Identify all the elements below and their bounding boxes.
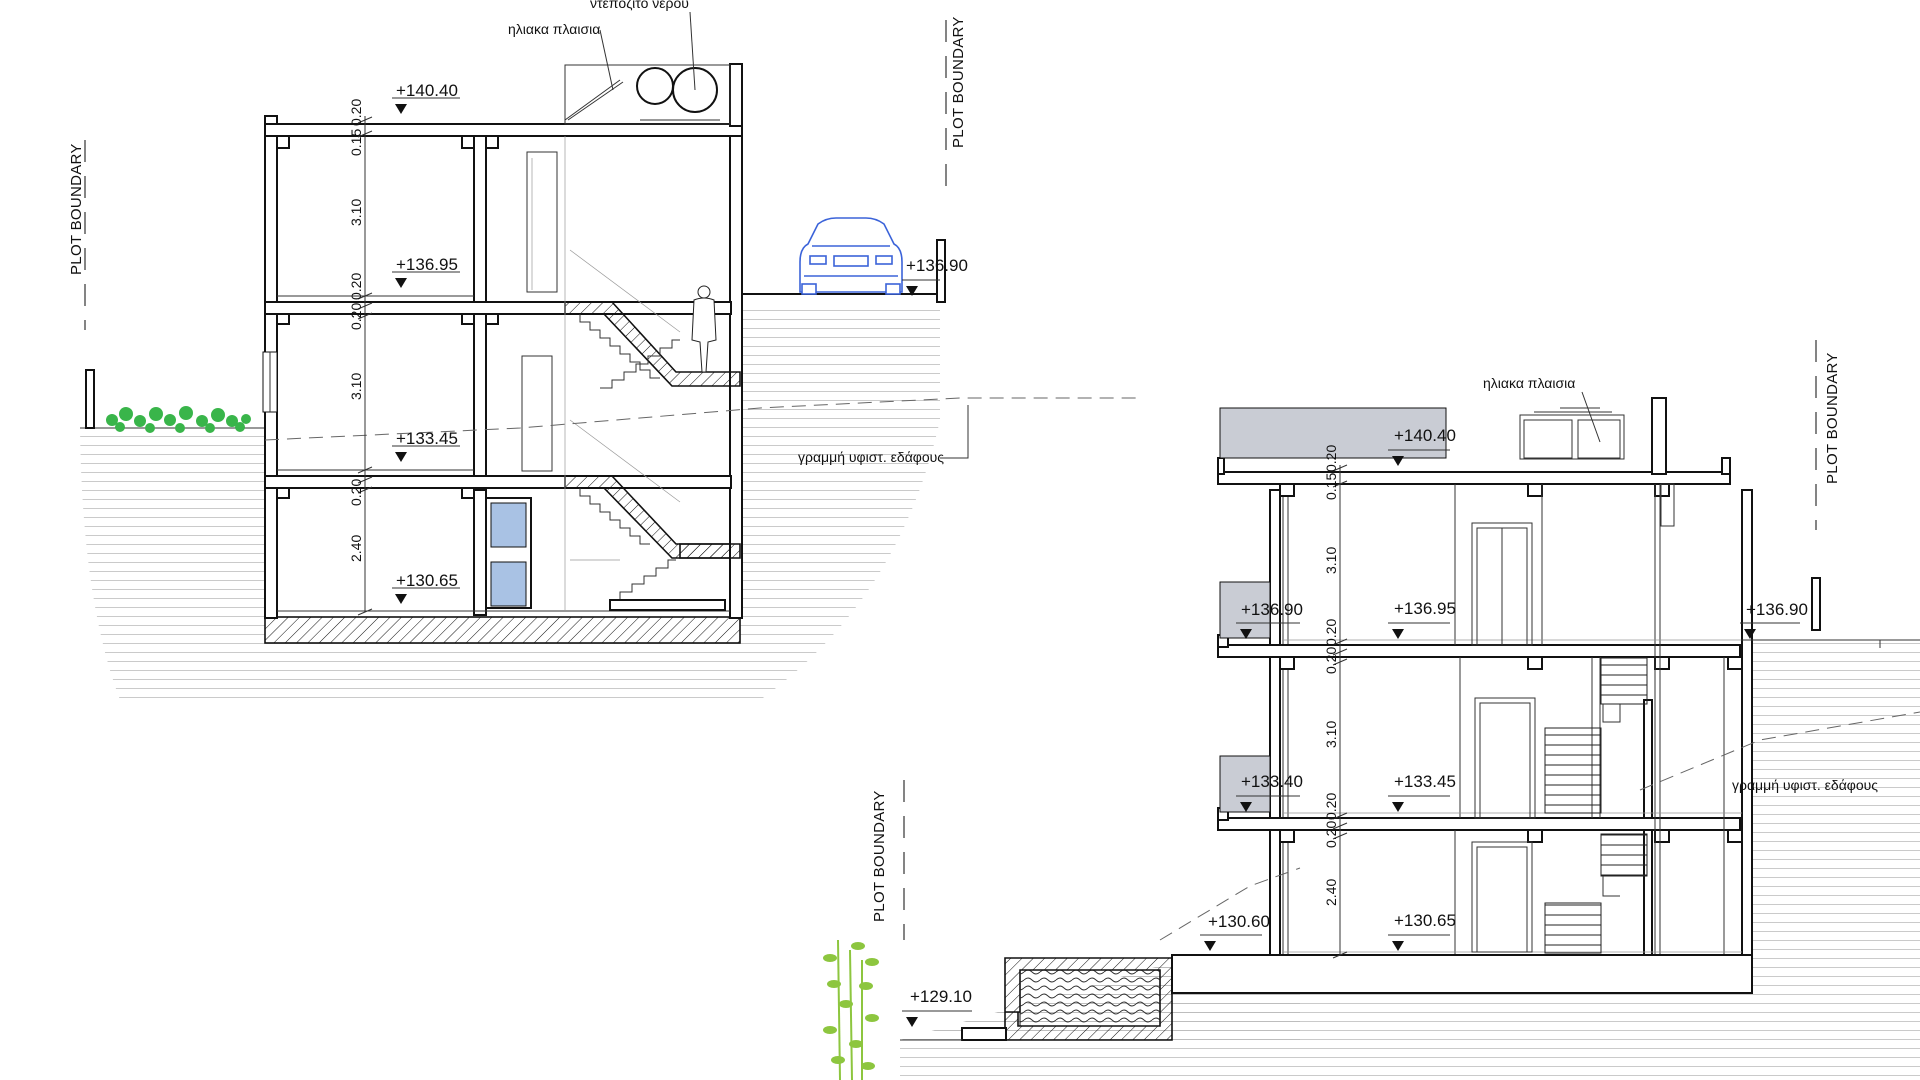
svg-text:+136.90: +136.90 <box>906 256 968 275</box>
level-marker: +129.10 <box>902 987 972 1027</box>
level-marker: +133.45 <box>1388 772 1456 812</box>
svg-text:+130.65: +130.65 <box>396 571 458 590</box>
section-left: PLOT BOUNDARY <box>68 0 1140 700</box>
level-marker: +133.45 <box>392 429 460 462</box>
svg-text:+136.90: +136.90 <box>1746 600 1808 619</box>
svg-text:0.20: 0.20 <box>348 479 364 506</box>
roof-slab-left <box>264 123 743 137</box>
svg-text:0.20: 0.20 <box>1323 647 1339 674</box>
level-marker: +130.65 <box>1388 911 1456 951</box>
floor-slab-1 <box>264 475 732 489</box>
plot-boundary-label: PLOT BOUNDARY <box>871 790 888 922</box>
svg-text:0.20: 0.20 <box>1323 445 1339 472</box>
level-marker: +130.65 <box>392 571 460 604</box>
level-marker: +136.95 <box>1388 599 1456 639</box>
svg-text:0.20: 0.20 <box>348 273 364 300</box>
floor-slab-1-right <box>1217 817 1741 831</box>
level-marker: +136.90 <box>902 256 968 296</box>
svg-text:2.40: 2.40 <box>348 535 364 562</box>
svg-text:+136.90: +136.90 <box>1241 600 1303 619</box>
svg-text:+133.45: +133.45 <box>396 429 458 448</box>
level-marker: +130.60 <box>1200 912 1270 951</box>
svg-text:0.20: 0.20 <box>348 303 364 330</box>
solar-panels-label: ηλιακα πλαισια <box>508 21 600 37</box>
person-figure <box>691 285 717 373</box>
plot-boundary-label: PLOT BOUNDARY <box>950 16 967 148</box>
level-marker: +133.40 <box>1236 772 1303 812</box>
svg-text:0.15: 0.15 <box>348 129 364 156</box>
level-marker: +140.40 <box>392 81 460 114</box>
svg-text:0.20: 0.20 <box>1323 821 1339 848</box>
ground-hatch-left <box>80 302 940 700</box>
bamboo-plant <box>823 939 879 1080</box>
svg-text:3.10: 3.10 <box>348 199 364 226</box>
plot-boundary-label: PLOT BOUNDARY <box>68 143 85 275</box>
svg-text:+136.95: +136.95 <box>1394 599 1456 618</box>
svg-text:+136.95: +136.95 <box>396 255 458 274</box>
svg-text:0.20: 0.20 <box>348 99 364 126</box>
svg-text:0.20: 0.20 <box>1323 793 1339 820</box>
svg-text:+129.10: +129.10 <box>910 987 972 1006</box>
svg-text:+140.40: +140.40 <box>1394 426 1456 445</box>
water-tank-label: ντεπόζιτο νερού <box>590 0 689 11</box>
svg-text:0.15: 0.15 <box>1323 473 1339 500</box>
foundation-slab-left <box>264 616 741 644</box>
level-marker: +136.95 <box>392 255 460 288</box>
svg-text:+133.40: +133.40 <box>1241 772 1303 791</box>
svg-text:0.20: 0.20 <box>1323 619 1339 646</box>
ground-line-label: γραμμή υφιστ. εδάφους <box>798 449 944 465</box>
svg-text:+133.45: +133.45 <box>1394 772 1456 791</box>
svg-text:2.40: 2.40 <box>1323 879 1339 906</box>
level-marker: +140.40 <box>1388 426 1456 466</box>
floor-slab-2-right <box>1217 644 1741 658</box>
ground-line-label: γραμμή υφιστ. εδάφους <box>1732 777 1878 793</box>
plot-boundary-label: PLOT BOUNDARY <box>1824 352 1841 484</box>
shrubs <box>106 406 251 433</box>
svg-text:+130.65: +130.65 <box>1394 911 1456 930</box>
svg-text:3.10: 3.10 <box>1323 547 1339 574</box>
svg-text:3.10: 3.10 <box>1323 721 1339 748</box>
solar-panels-label: ηλιακα πλαισια <box>1483 375 1575 391</box>
foundation-slab-right <box>1171 954 1753 994</box>
section-right: ηλιακα πλαισια γραμμή υφιστ. εδάφους <box>823 340 1920 1080</box>
svg-text:+140.40: +140.40 <box>396 81 458 100</box>
svg-text:3.10: 3.10 <box>348 373 364 400</box>
car-icon <box>799 217 903 295</box>
floor-slab-2 <box>264 301 732 315</box>
svg-text:+130.60: +130.60 <box>1208 912 1270 931</box>
level-marker: +136.90 <box>1236 600 1303 639</box>
level-marker: +136.90 <box>1740 600 1808 639</box>
